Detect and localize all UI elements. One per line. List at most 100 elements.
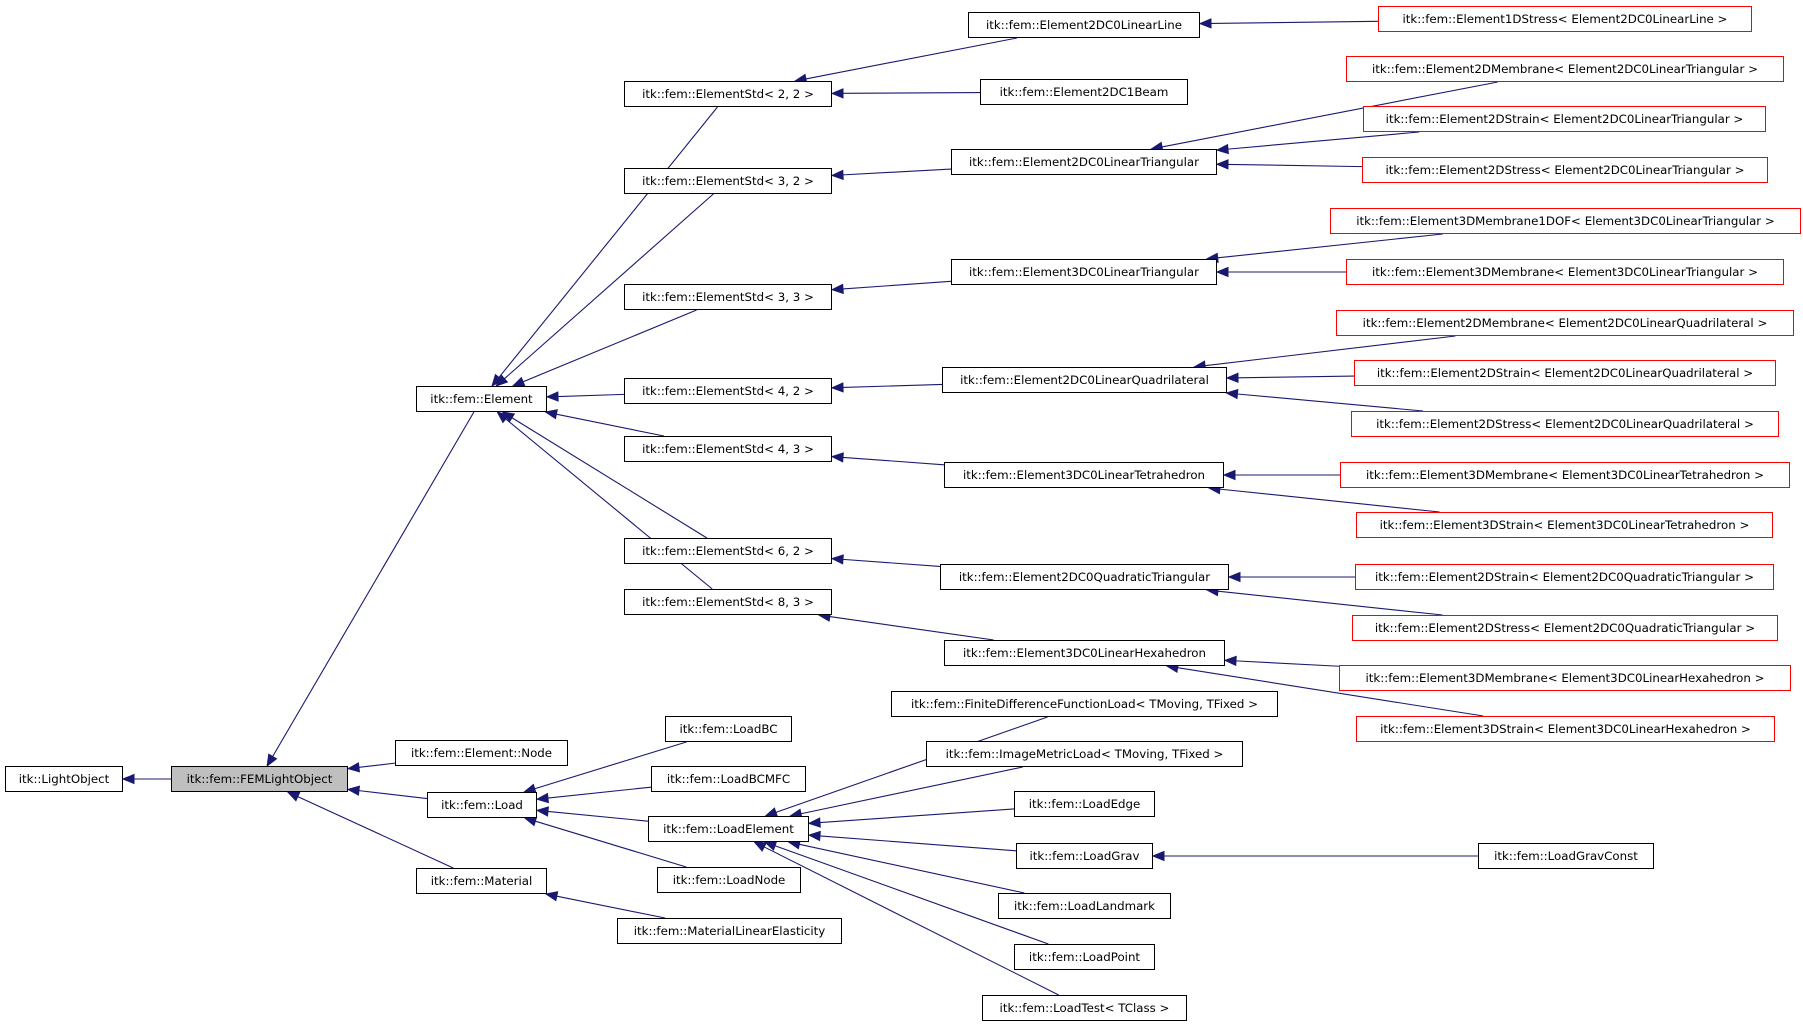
arrowhead-element: [496, 411, 510, 424]
edge-e2dstress_qtri-to-e2dc0qtri: [1217, 590, 1443, 616]
arrowhead-element: [511, 376, 526, 387]
node-element-node[interactable]: itk::fem::Element::Node: [395, 740, 568, 766]
arrowhead-loadelement: [753, 841, 767, 852]
node-element3dc0linearhexahedron[interactable]: itk::fem::Element3DC0LinearHexahedron: [944, 640, 1225, 666]
arrowhead-element: [495, 374, 509, 387]
edge-loadnode-to-load: [535, 820, 687, 868]
arrowhead-es42: [830, 382, 844, 393]
arrowhead-e2dc0quad: [1225, 372, 1239, 384]
node-elementstd-4-3[interactable]: itk::fem::ElementStd< 4, 3 >: [624, 436, 832, 462]
arrowhead-femlightobject: [266, 753, 278, 768]
node-element1dstress-linearline[interactable]: itk::fem::Element1DStress< Element2DC0Li…: [1378, 6, 1752, 32]
node-elementstd-2-2[interactable]: itk::fem::ElementStd< 2, 2 >: [624, 81, 832, 107]
edge-e3dc0tri-to-es33: [842, 280, 952, 290]
node-element3dmembrane-lineartetrahedron[interactable]: itk::fem::Element3DMembrane< Element3DC0…: [1340, 462, 1790, 488]
node-element[interactable]: itk::fem::Element: [416, 386, 547, 412]
edge-e2dstress_tri-to-e2dc0tri: [1227, 163, 1363, 168]
node-element2dstrain-linearquadrilateral[interactable]: itk::fem::Element2DStrain< Element2DC0Li…: [1354, 360, 1776, 386]
node-elementstd-4-2[interactable]: itk::fem::ElementStd< 4, 2 >: [624, 378, 832, 404]
edge-e2dc0line-to-es22: [805, 37, 1018, 80]
edge-element-to-femlightobject: [272, 411, 475, 757]
node-element2dstress-quadratictriangular[interactable]: itk::fem::Element2DStress< Element2DC0Qu…: [1352, 615, 1778, 641]
node-element2dc0linearquadrilateral[interactable]: itk::fem::Element2DC0LinearQuadrilateral: [942, 367, 1227, 393]
node-element2dc1beam[interactable]: itk::fem::Element2DC1Beam: [980, 79, 1188, 105]
node-materiallinearelasticity[interactable]: itk::fem::MaterialLinearElasticity: [617, 918, 842, 944]
node-loadedge[interactable]: itk::fem::LoadEdge: [1014, 791, 1155, 817]
node-element2dc0quadratictriangular[interactable]: itk::fem::Element2DC0QuadraticTriangular: [940, 564, 1229, 590]
node-element2dstrain-quadratictriangular[interactable]: itk::fem::Element2DStrain< Element2DC0Qu…: [1355, 564, 1774, 590]
arrowhead-loadelement: [807, 817, 821, 828]
edge-e2dc0qtri-to-es62: [842, 558, 941, 568]
arrowhead-es22: [830, 88, 844, 99]
node-loadnode[interactable]: itk::fem::LoadNode: [657, 867, 801, 893]
arrowhead-lightobject: [121, 773, 135, 785]
node-element3dmembrane1dof-lineartriangular[interactable]: itk::fem::Element3DMembrane1DOF< Element…: [1330, 208, 1801, 234]
edge-e1dstress_line-to-e2dc0line: [1210, 20, 1379, 24]
edge-e2dstrain_tri-to-e2dc0tri: [1227, 131, 1420, 150]
edge-loadbcmfc-to-load: [547, 786, 652, 799]
arrowhead-femlightobject: [286, 791, 301, 802]
node-load[interactable]: itk::fem::Load: [427, 792, 537, 818]
arrowhead-es33: [830, 283, 844, 295]
node-femlightobject: itk::fem::FEMLightObject: [171, 766, 348, 792]
node-element2dmembrane-lineartriangular[interactable]: itk::fem::Element2DMembrane< Element2DC0…: [1346, 56, 1784, 82]
edge-e3dstrain_tet-to-e3dc0tet: [1219, 488, 1440, 513]
edge-fdfl-to-loadelement: [775, 716, 1048, 813]
node-element2dc0linearline[interactable]: itk::fem::Element2DC0LinearLine: [968, 12, 1200, 38]
node-loadbcmfc[interactable]: itk::fem::LoadBCMFC: [651, 766, 806, 792]
edge-e2dstress_quad-to-e2dc0quad: [1237, 393, 1424, 412]
node-loadelement[interactable]: itk::fem::LoadElement: [648, 816, 809, 842]
edge-e3dmem1dof_tri-to-e3dc0tri: [1217, 233, 1443, 259]
edge-e2dstrain_quad-to-e2dc0quad: [1237, 375, 1355, 379]
node-elementstd-6-2[interactable]: itk::fem::ElementStd< 6, 2 >: [624, 538, 832, 564]
edge-es32-to-element: [504, 193, 714, 380]
node-element3dstrain-lineartetrahedron[interactable]: itk::fem::Element3DStrain< Element3DC0Li…: [1356, 512, 1773, 538]
edge-loadgrav-to-loadelement: [819, 835, 1017, 852]
node-loadlandmark[interactable]: itk::fem::LoadLandmark: [998, 893, 1171, 919]
arrowhead-element: [544, 409, 558, 420]
arrowhead-femlightobject: [346, 785, 361, 796]
arrowhead-es32: [830, 169, 844, 181]
node-element2dstress-linearquadrilateral[interactable]: itk::fem::Element2DStress< Element2DC0Li…: [1351, 411, 1779, 437]
node-element2dc0lineartriangular[interactable]: itk::fem::Element2DC0LinearTriangular: [951, 149, 1217, 175]
node-loadgravconst[interactable]: itk::fem::LoadGravConst: [1478, 843, 1654, 869]
node-finitedifferencefunctionload[interactable]: itk::fem::FiniteDifferenceFunctionLoad< …: [891, 691, 1278, 717]
arrowhead-es62: [830, 554, 844, 565]
node-loadtest[interactable]: itk::fem::LoadTest< TClass >: [982, 995, 1187, 1021]
node-element3dc0lineartriangular[interactable]: itk::fem::Element3DC0LinearTriangular: [951, 259, 1217, 285]
node-lightobject[interactable]: itk::LightObject: [5, 766, 123, 792]
node-element3dmembrane-linearhexahedron[interactable]: itk::fem::Element3DMembrane< Element3DC0…: [1339, 665, 1791, 691]
edge-e2dc1beam-to-es22: [842, 92, 981, 94]
node-element2dstress-lineartriangular[interactable]: itk::fem::Element2DStress< Element2DC0Li…: [1362, 157, 1768, 183]
arrowhead-es43: [830, 452, 844, 463]
edge-loadpoint-to-loadelement: [774, 845, 1049, 945]
arrowhead-e3dc0tri: [1215, 266, 1229, 278]
arrowhead-e2dc0quad: [1225, 388, 1239, 400]
node-loadpoint[interactable]: itk::fem::LoadPoint: [1014, 944, 1155, 970]
node-elementstd-3-3[interactable]: itk::fem::ElementStd< 3, 3 >: [624, 284, 832, 310]
arrowhead-load: [535, 806, 549, 817]
arrowhead-e3dc0tet: [1222, 469, 1236, 481]
edge-materiallinear-to-material: [556, 895, 666, 919]
node-loadgrav[interactable]: itk::fem::LoadGrav: [1016, 843, 1153, 869]
node-element3dstrain-linearhexahedron[interactable]: itk::fem::Element3DStrain< Element3DC0Li…: [1356, 716, 1775, 742]
edge-loadtest-to-loadelement: [763, 846, 1059, 996]
node-material[interactable]: itk::fem::Material: [416, 868, 547, 894]
edge-loadlandmark-to-loadelement: [799, 843, 1025, 894]
node-element3dmembrane-lineartriangular[interactable]: itk::fem::Element3DMembrane< Element3DC0…: [1346, 259, 1784, 285]
edge-e3dc0tet-to-es43: [842, 456, 945, 466]
edge-loadbc-to-load: [534, 741, 687, 790]
node-loadbc[interactable]: itk::fem::LoadBC: [665, 716, 792, 742]
node-elementstd-3-2[interactable]: itk::fem::ElementStd< 3, 2 >: [624, 168, 832, 194]
edge-load-to-femlightobject: [358, 790, 428, 800]
node-elementstd-8-3[interactable]: itk::fem::ElementStd< 8, 3 >: [624, 589, 832, 615]
node-element2dstrain-lineartriangular[interactable]: itk::fem::Element2DStrain< Element2DC0Li…: [1363, 106, 1766, 132]
edge-es33-to-element: [522, 309, 697, 383]
node-element2dmembrane-linearquadrilateral[interactable]: itk::fem::Element2DMembrane< Element2DC0…: [1336, 310, 1794, 336]
node-imagemetricload[interactable]: itk::fem::ImageMetricLoad< TMoving, TFix…: [926, 741, 1243, 767]
edge-e2dc0quad-to-es42: [842, 383, 943, 389]
node-element3dc0lineartetrahedron[interactable]: itk::fem::Element3DC0LinearTetrahedron: [944, 462, 1224, 488]
edge-es42-to-element: [557, 393, 625, 398]
